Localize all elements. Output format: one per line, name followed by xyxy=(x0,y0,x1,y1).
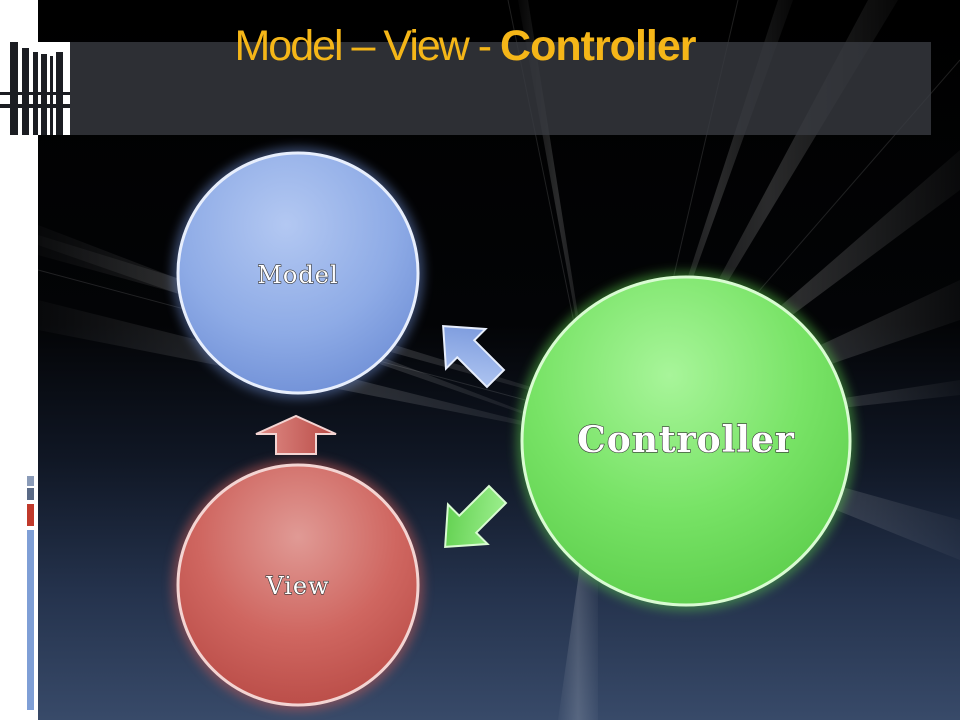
controller-to-model-arrow-icon xyxy=(442,325,506,389)
slide-title-bold: Controller xyxy=(500,22,696,70)
controller-node: Controller xyxy=(520,275,852,607)
view-node-label: View xyxy=(265,572,329,600)
model-node: Model xyxy=(176,151,420,395)
strip-block xyxy=(27,476,34,486)
slide-title-regular: Model – View - xyxy=(234,22,501,70)
title-bar xyxy=(38,42,931,135)
slide-logo-icon xyxy=(0,42,70,135)
strip-block xyxy=(27,488,34,500)
strip-block xyxy=(27,530,34,710)
view-to-model-arrow-icon xyxy=(255,414,337,455)
slide-title: Model – View - Controller xyxy=(0,0,930,93)
controller-to-view-arrow-icon xyxy=(444,484,508,548)
controller-node-label: Controller xyxy=(577,419,795,461)
strip-block xyxy=(27,504,34,526)
model-node-label: Model xyxy=(257,261,338,289)
view-node: View xyxy=(176,463,420,707)
